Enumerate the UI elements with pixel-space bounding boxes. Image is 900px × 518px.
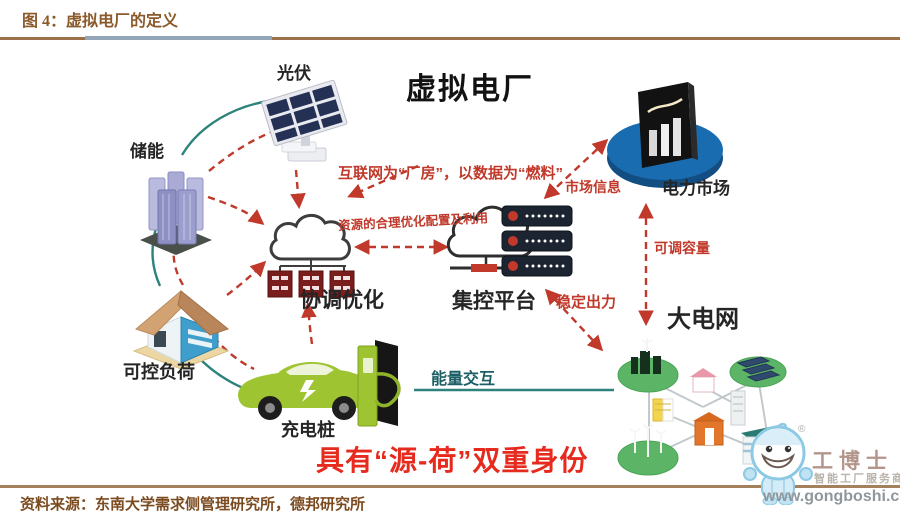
node-label-pv: 光伏 [277, 64, 311, 83]
arrow-load-to-coordination [226, 260, 267, 296]
slogan-text: 具有“源-荷”双重身份 [316, 445, 589, 476]
header-rule [0, 37, 900, 40]
ev-charger-icon [238, 340, 401, 427]
header-rule-accent [85, 36, 272, 40]
node-label-grid: 大电网 [667, 306, 739, 333]
grid-network-illustration [617, 338, 791, 476]
brand-tagline: 智能工厂服务商 [814, 473, 900, 485]
edge-label-market-info: 市场信息 [565, 179, 621, 195]
arrow-annotation-to-coordination [347, 164, 419, 199]
building-node-yellow [652, 398, 674, 422]
curve-storage-load [151, 227, 162, 287]
brand-name: 工博士 [812, 449, 893, 473]
arrow-charger-to-coordination [301, 301, 317, 345]
registered-mark: ® [798, 424, 806, 435]
figure-caption: 图 4：虚拟电厂的定义 [22, 13, 179, 30]
house-icon [132, 290, 230, 370]
footer-rule [0, 485, 900, 488]
node-label-storage: 储能 [130, 142, 164, 161]
node-label-platform: 集控平台 [452, 290, 536, 313]
edge-label-internet: 互联网为“厂房”，以数据为“燃料” [338, 165, 564, 182]
arrow-market-platform [543, 138, 609, 200]
arrow-storage-to-coordination [207, 195, 265, 225]
node-label-coordination: 协调优化 [300, 289, 384, 312]
building-node-tower [730, 390, 746, 426]
edge-label-energy: 能量交互 [431, 371, 496, 388]
brand-url: www.gongboshi.com [763, 488, 900, 505]
source-note: 资料来源：东南大学需求侧管理研究所，德邦研究所 [20, 497, 366, 513]
node-label-charger: 充电桩 [281, 420, 335, 440]
electricity-market-icon [607, 82, 723, 188]
mascot-icon [743, 422, 813, 505]
diagram-title: 虚拟电厂 [406, 73, 534, 106]
control-platform-icon [446, 205, 573, 277]
node-label-market: 电力市场 [662, 179, 730, 198]
house-node [690, 368, 717, 393]
edge-label-output: 稳定出力 [556, 294, 617, 311]
solar-panel-icon [261, 79, 348, 162]
building-node-orange [693, 412, 725, 446]
node-label-load: 可控负荷 [123, 362, 195, 382]
arrow-pv-to-coordination [290, 169, 306, 210]
energy-storage-icon [140, 171, 212, 255]
arrow-output [544, 288, 604, 352]
arc-storage-pv [208, 129, 275, 172]
edge-label-capacity: 可调容量 [654, 240, 710, 256]
coordination-cloud-icon [267, 214, 355, 298]
